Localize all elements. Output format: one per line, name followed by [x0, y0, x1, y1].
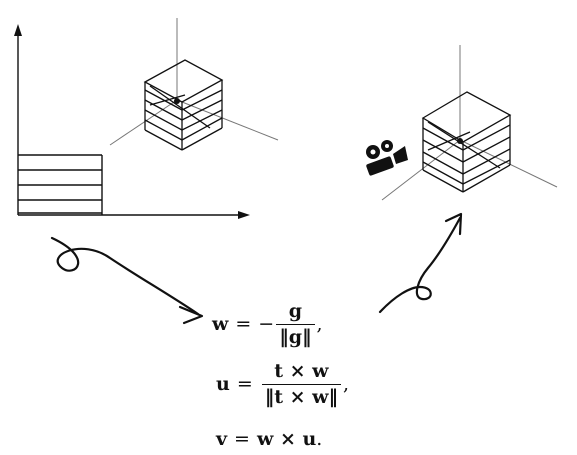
equation-v: v = w × u .	[216, 430, 322, 449]
plot-y-arrowhead	[14, 24, 22, 36]
stacked-bars	[18, 154, 103, 215]
equation-u: u = t × w ‖t × w‖ ,	[216, 362, 349, 407]
eq-v-tail: .	[316, 428, 323, 450]
video-camera-icon	[366, 140, 408, 176]
curly-arrow-left	[50, 236, 204, 325]
eq-w-lhs: w	[212, 313, 229, 335]
eq-v-rhs: w × u	[256, 428, 317, 450]
eq-u-lhs: u	[216, 373, 230, 395]
equation-w: w = − g ‖g‖ ,	[212, 302, 323, 347]
eq-v-equals: =	[234, 428, 250, 450]
eq-w-tail: ,	[316, 313, 323, 335]
eq-u-denominator: ‖t × w‖	[261, 384, 342, 407]
curly-arrow-right	[378, 212, 463, 314]
eq-u-numerator: t × w	[274, 360, 329, 382]
plot-x-arrowhead	[238, 211, 250, 219]
eq-v-lhs: v	[216, 428, 228, 450]
eq-w-denominator: ‖g‖	[276, 324, 315, 347]
cube-small	[109, 18, 279, 151]
eq-w-fraction: g ‖g‖	[276, 300, 315, 347]
plot-2d	[14, 24, 250, 219]
eq-u-tail: ,	[343, 373, 350, 395]
eq-u-fraction: t × w ‖t × w‖	[261, 360, 342, 407]
eq-u-equals: =	[236, 373, 253, 395]
eq-w-numerator: g	[288, 300, 302, 322]
eq-w-sign: −	[258, 313, 275, 335]
eq-w-equals: =	[235, 313, 252, 335]
cube-large	[381, 45, 558, 201]
